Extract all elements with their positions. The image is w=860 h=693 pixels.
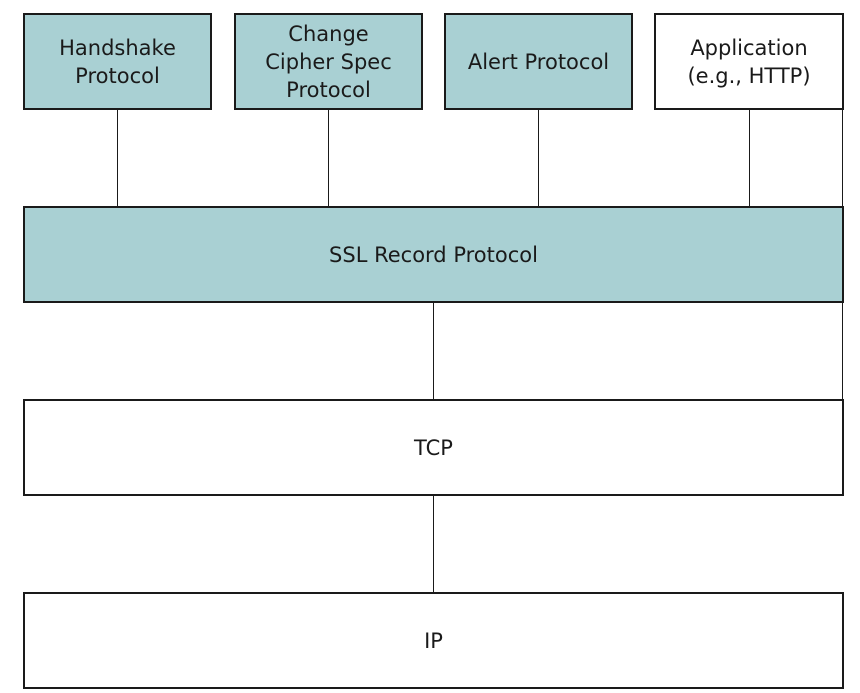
- ip-label: IP: [424, 628, 443, 653]
- connector-handshake-record: [117, 110, 118, 206]
- tcp-box: TCP: [23, 399, 844, 496]
- connector-application-record: [749, 110, 750, 206]
- handshake-protocol-label: Handshake Protocol: [59, 35, 176, 88]
- application-box: Application (e.g., HTTP): [654, 13, 844, 110]
- tcp-label: TCP: [414, 435, 453, 460]
- application-label: Application (e.g., HTTP): [687, 35, 811, 88]
- ssl-record-protocol-label: SSL Record Protocol: [329, 242, 538, 267]
- right-edge-line: [842, 110, 843, 430]
- handshake-protocol-box: Handshake Protocol: [23, 13, 212, 110]
- change-cipher-spec-protocol-box: Change Cipher Spec Protocol: [234, 13, 423, 110]
- ip-box: IP: [23, 592, 844, 689]
- alert-protocol-label: Alert Protocol: [467, 49, 610, 74]
- connector-alert-record: [538, 110, 539, 206]
- ssl-record-protocol-box: SSL Record Protocol: [23, 206, 844, 303]
- connector-cipher-record: [328, 110, 329, 206]
- change-cipher-spec-protocol-label: Change Cipher Spec Protocol: [265, 21, 392, 102]
- connector-tcp-ip: [433, 496, 434, 592]
- alert-protocol-box: Alert Protocol: [444, 13, 633, 110]
- connector-record-tcp: [433, 303, 434, 399]
